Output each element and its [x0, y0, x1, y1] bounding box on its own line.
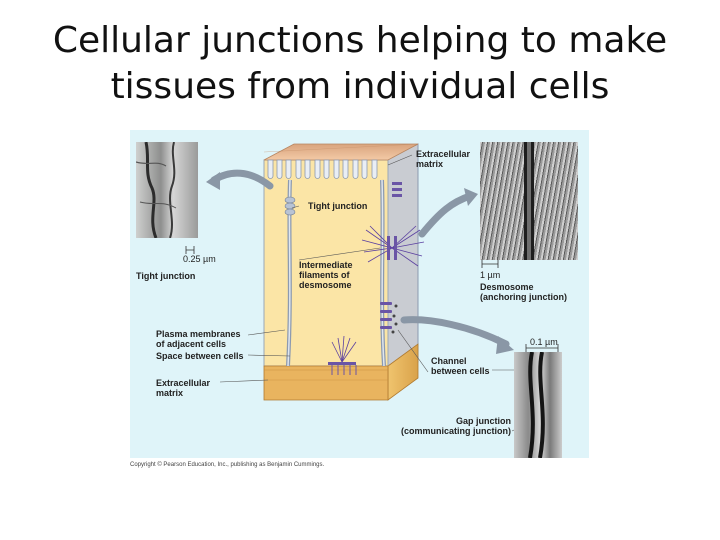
label-space-between-cells: Space between cells [156, 351, 244, 361]
gap-junction-micrograph [514, 352, 562, 458]
copyright-notice: Copyright © Pearson Education, Inc., pub… [130, 462, 325, 468]
scale-label-tight: 0.25 µm [183, 254, 216, 264]
label-plasma-membranes: Plasma membranes of adjacent cells [156, 329, 241, 349]
cell-junction-figure: Extracellular matrix Tight junction 0.25… [130, 130, 589, 458]
title-line-2: tissues from individual cells [110, 66, 610, 107]
label-tight-junction-inner: Tight junction [308, 201, 368, 211]
caption-desmosome: Desmosome (anchoring junction) [480, 282, 567, 302]
label-intermediate-filaments: Intermediate filaments of desmosome [299, 260, 353, 290]
slide-title: Cellular junctions helping to make tissu… [0, 18, 720, 110]
scale-label-desmosome: 1 µm [480, 270, 501, 280]
title-line-1: Cellular junctions helping to make [52, 20, 668, 61]
label-channel-between-cells: Channel between cells [431, 356, 490, 376]
scale-label-gap: 0.1 µm [530, 337, 558, 347]
desmosome-micrograph [480, 142, 578, 260]
label-extracellular-matrix-top: Extracellular matrix [416, 149, 471, 169]
tight-junction-micrograph [136, 142, 198, 238]
label-extracellular-matrix-bottom: Extracellular matrix [156, 378, 211, 398]
cell-junction-illustration [206, 143, 515, 432]
caption-gap-junction: Gap junction (communicating junction) [401, 416, 511, 436]
caption-tight-junction: Tight junction [136, 271, 196, 281]
